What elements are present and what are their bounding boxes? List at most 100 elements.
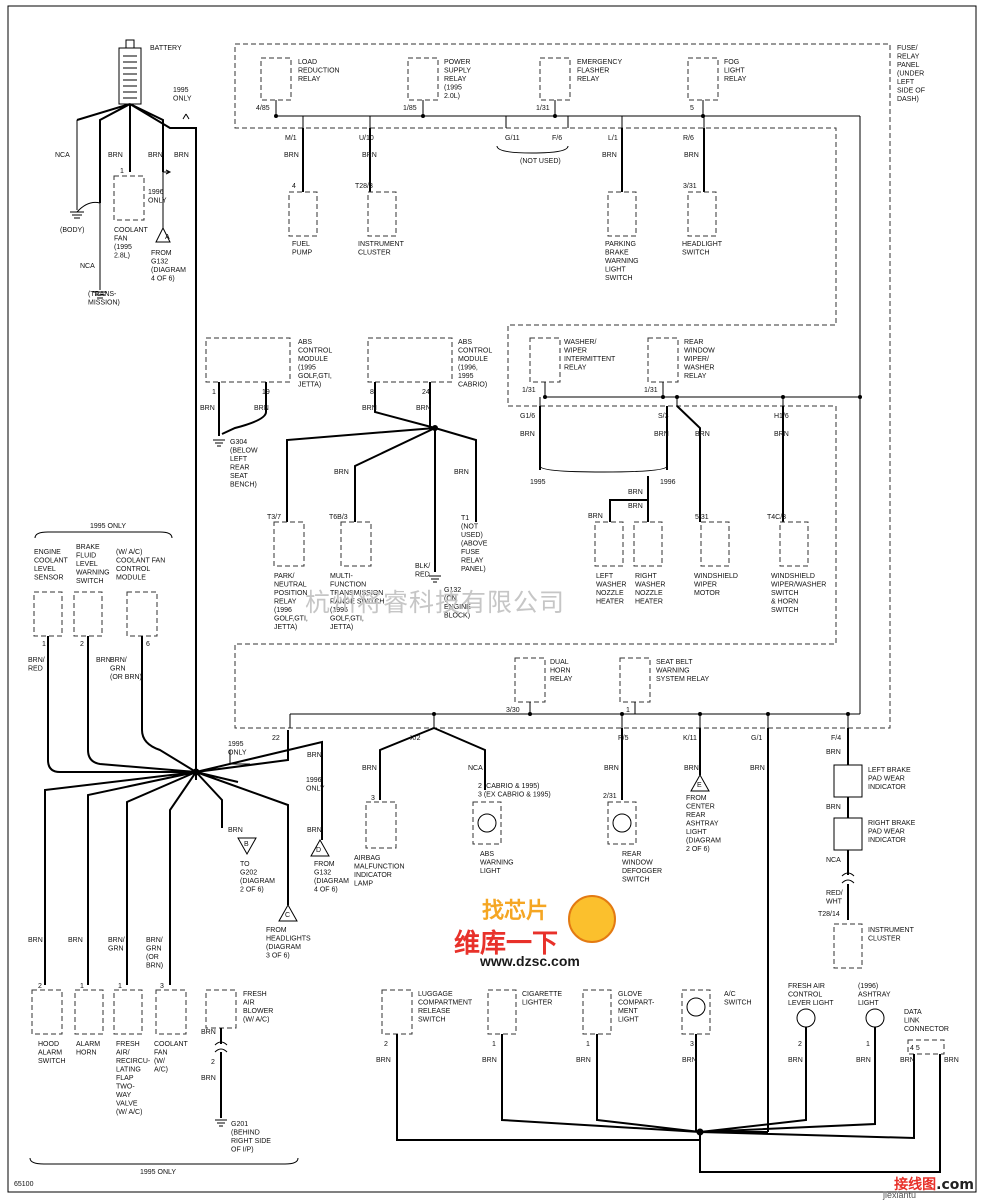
body-ground-icon: [70, 211, 84, 219]
pin-label: P/5: [618, 735, 629, 742]
fresh-air-lever-light: [796, 1008, 816, 1028]
site-name: 接线图: [894, 1177, 937, 1193]
dual-horn-relay: [514, 657, 546, 703]
wire-color: BRN: [416, 405, 431, 412]
parking-brake-switch: [607, 191, 637, 237]
coolant-fan-module: [126, 591, 158, 637]
wire-color: BRN: [684, 152, 699, 159]
airbag-lamp: [365, 801, 397, 849]
alarm-horn: [74, 989, 104, 1035]
fresh-air-blower: [205, 989, 237, 1029]
connector-a: [155, 226, 171, 243]
frame-border: [7, 5, 977, 1193]
logo-url: www.dzsc.com: [480, 953, 580, 969]
pin-label: 1: [586, 1041, 590, 1048]
multifunction-range-switch: [340, 521, 372, 567]
left-brake-pad-indicator: [833, 764, 863, 798]
hood-alarm-switch: [31, 989, 63, 1035]
body-ground-label: (BODY): [60, 227, 85, 234]
instrument-cluster: [367, 191, 397, 237]
pin-label: M/1: [285, 135, 297, 142]
pin-label: L/1: [608, 135, 618, 142]
pin-label: G/11: [505, 135, 520, 142]
bottom-ground-wires: [396, 1027, 941, 1173]
pin-label: U/10: [359, 135, 374, 142]
pin-label: 3/31: [683, 183, 697, 190]
wire-color: BRN: [944, 1057, 959, 1064]
pin-label: 4: [292, 183, 296, 190]
pin-label: 2: [384, 1041, 388, 1048]
wire-color: BRN: [750, 765, 765, 772]
wire-color: BRN/GRN: [108, 937, 125, 953]
wire-color: BRN: [482, 1057, 497, 1064]
year-1996-label: 1996: [660, 479, 676, 486]
coolant-fan-1995: [113, 175, 145, 221]
mascot-icon: [568, 895, 616, 943]
abs-module-1996: [367, 337, 453, 383]
connector-d: [310, 838, 330, 857]
pin-label: T6B/3: [329, 514, 348, 521]
ashtray-light: [865, 1008, 885, 1028]
wire-color: BRN/RED: [28, 657, 45, 673]
pin-label: 1: [626, 707, 630, 714]
wire-color: BRN: [826, 749, 841, 756]
year-1995-label: 1995: [530, 479, 546, 486]
switch-icon: [612, 813, 632, 833]
pin-label: 3/30: [506, 707, 520, 714]
pin-label: 2: [80, 641, 84, 648]
defogger-switch: [607, 801, 637, 845]
wire-color: BRN: [307, 752, 322, 759]
connector-letter: D: [316, 847, 321, 854]
wire-color: BRN: [628, 489, 643, 496]
wire-color: BLK/RED: [415, 563, 430, 579]
abs-1995-ground-wires: [218, 382, 267, 436]
battery-ground-wires: [76, 103, 197, 780]
data-link-connector: [907, 1039, 945, 1055]
wire-color: BRN: [201, 1029, 216, 1036]
connector-e: [690, 773, 710, 792]
wire-color: BRN: [362, 405, 377, 412]
pin-label: S/3: [658, 413, 669, 420]
wire-color: BRN: [774, 431, 789, 438]
connector-letter: C: [285, 912, 290, 919]
pin-label: T4C/3: [767, 514, 786, 521]
wire-color: BRN: [376, 1057, 391, 1064]
washer-wiper-relay: [529, 337, 561, 383]
wire-color: NCA: [468, 765, 483, 772]
wire-color: BRN: [28, 937, 43, 944]
pin-label: 6: [146, 641, 150, 648]
pin-label: 2: [38, 983, 42, 990]
wire-color: BRN: [108, 152, 123, 159]
wire-color: NCA: [80, 263, 95, 270]
coolant-fan-ac: [155, 989, 187, 1035]
wire-color: BRN: [174, 152, 189, 159]
bulb-icon: [477, 813, 497, 833]
